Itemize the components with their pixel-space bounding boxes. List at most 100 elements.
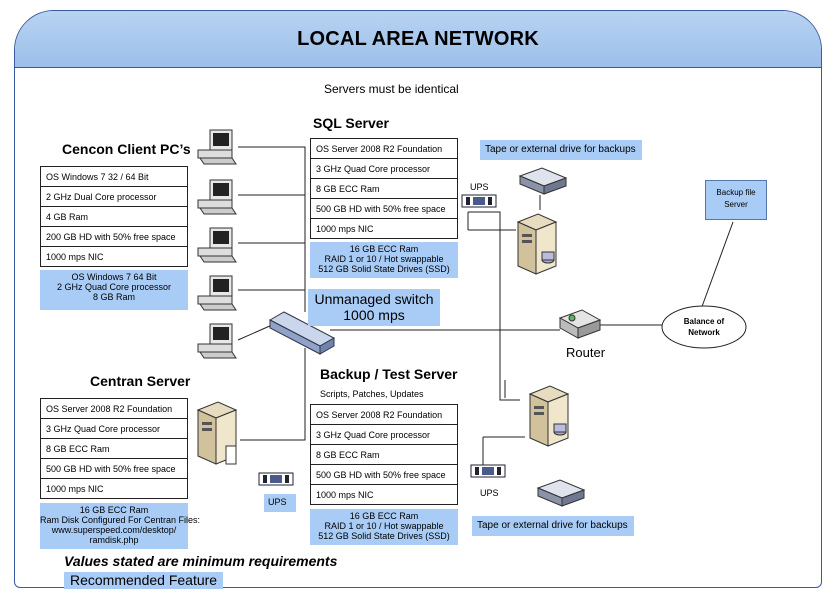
spec-row: 8 GB ECC Ram: [310, 444, 458, 465]
router-label: Router: [566, 345, 606, 360]
balance-of-network-line: Network: [688, 328, 720, 337]
tape-bottom-label: Tape or external drive for backups: [472, 516, 634, 536]
network-switch-icon: [268, 311, 336, 355]
recommended-line: OS Windows 7 64 Bit: [71, 272, 157, 282]
centran-heading: Centran Server: [90, 373, 191, 389]
spec-cell: 1000 mps NIC: [40, 246, 188, 267]
router-icon: [558, 309, 602, 339]
sql-recommended: 16 GB ECC Ram RAID 1 or 10 / Hot swappab…: [310, 242, 458, 278]
spec-row: 3 GHz Quad Core processor: [40, 418, 188, 439]
backup-spec-table: OS Server 2008 R2 Foundation 3 GHz Quad …: [310, 404, 458, 505]
recommended-line: 16 GB ECC Ram: [349, 244, 419, 254]
spec-row: 200 GB HD with 50% free space: [40, 226, 188, 247]
recommended-line: 16 GB ECC Ram: [349, 511, 419, 521]
ups-icon: [461, 194, 497, 208]
spec-cell: OS Windows 7 32 / 64 Bit: [40, 166, 188, 187]
spec-cell: OS Server 2008 R2 Foundation: [40, 398, 188, 419]
backup-server-icon: [528, 385, 570, 447]
centran-spec-table: OS Server 2008 R2 Foundation 3 GHz Quad …: [40, 398, 188, 499]
recommended-line: RAID 1 or 10 / Hot swappable: [324, 521, 444, 531]
spec-row: OS Server 2008 R2 Foundation: [310, 404, 458, 425]
client-recommended: OS Windows 7 64 Bit 2 GHz Quad Core proc…: [40, 270, 188, 310]
ups-label: UPS: [264, 494, 296, 512]
spec-row: 1000 mps NIC: [40, 246, 188, 267]
ups-label: UPS: [470, 182, 489, 192]
balance-of-network-line: Balance of: [683, 317, 725, 326]
recommended-line: ramdisk.php: [89, 535, 139, 545]
spec-cell: 1000 mps NIC: [310, 218, 458, 239]
spec-row: OS Server 2008 R2 Foundation: [40, 398, 188, 419]
spec-cell: 8 GB ECC Ram: [40, 438, 188, 459]
client-spec-table: OS Windows 7 32 / 64 Bit 2 GHz Dual Core…: [40, 166, 188, 267]
recommended-line: 2 GHz Quad Core processor: [56, 282, 172, 292]
client-pc-icon: [197, 227, 237, 263]
client-pc-icon: [197, 275, 237, 311]
spec-row: OS Windows 7 32 / 64 Bit: [40, 166, 188, 187]
spec-row: 8 GB ECC Ram: [310, 178, 458, 199]
spec-row: 500 GB HD with 50% free space: [40, 458, 188, 479]
diagram-frame: LOCAL AREA NETWORK: [14, 10, 822, 588]
spec-cell: 3 GHz Quad Core processor: [40, 418, 188, 439]
spec-row: OS Server 2008 R2 Foundation: [310, 138, 458, 159]
spec-cell: 1000 mps NIC: [310, 484, 458, 505]
spec-cell: 500 GB HD with 50% free space: [40, 458, 188, 479]
spec-cell: 1000 mps NIC: [40, 478, 188, 499]
spec-cell: 4 GB Ram: [40, 206, 188, 227]
spec-cell: 3 GHz Quad Core processor: [310, 158, 458, 179]
spec-row: 500 GB HD with 50% free space: [310, 464, 458, 485]
tape-drive-icon: [536, 479, 586, 507]
title-banner: LOCAL AREA NETWORK: [15, 11, 821, 68]
spec-cell: 8 GB ECC Ram: [310, 444, 458, 465]
client-pc-icon: [197, 129, 237, 165]
backup-heading: Backup / Test Server: [320, 366, 458, 382]
spec-cell: 3 GHz Quad Core processor: [310, 424, 458, 445]
sql-heading: SQL Server: [313, 115, 390, 131]
spec-row: 4 GB Ram: [40, 206, 188, 227]
recommended-line: 16 GB ECC Ram: [79, 505, 149, 515]
spec-cell: 8 GB ECC Ram: [310, 178, 458, 199]
sql-server-icon: [516, 213, 558, 275]
spec-cell: OS Server 2008 R2 Foundation: [310, 404, 458, 425]
spec-row: 3 GHz Quad Core processor: [310, 424, 458, 445]
recommended-line: 512 GB Solid State Drives (SSD): [318, 264, 450, 274]
servers-note: Servers must be identical: [324, 82, 459, 96]
recommended-feature-legend: Recommended Feature: [64, 572, 224, 589]
client-pc-icon: [197, 323, 237, 359]
spec-row: 2 GHz Dual Core processor: [40, 186, 188, 207]
backup-file-server-line: Backup file: [716, 188, 756, 197]
centran-recommended: 16 GB ECC Ram Ram Disk Configured For Ce…: [40, 503, 201, 549]
spec-row: 8 GB ECC Ram: [40, 438, 188, 459]
switch-label-line: Unmanaged switch: [314, 291, 434, 307]
tape-top-label: Tape or external drive for backups: [480, 140, 642, 160]
switch-label: Unmanaged switch 1000 mps: [308, 289, 440, 326]
spec-row: 1000 mps NIC: [310, 218, 458, 239]
spec-row: 500 GB HD with 50% free space: [310, 198, 458, 219]
balance-of-network-label: Balance of Network: [662, 316, 746, 338]
page-title: LOCAL AREA NETWORK: [297, 28, 539, 50]
backup-file-server-line: Server: [724, 200, 748, 209]
backup-file-server-box: Backup file Server: [705, 180, 767, 220]
ups-icon: [470, 464, 506, 478]
recommended-line: www.superspeed.com/desktop/: [51, 525, 177, 535]
sql-spec-table: OS Server 2008 R2 Foundation 3 GHz Quad …: [310, 138, 458, 239]
spec-cell: 200 GB HD with 50% free space: [40, 226, 188, 247]
switch-label-line: 1000 mps: [343, 307, 405, 323]
spec-cell: 500 GB HD with 50% free space: [310, 198, 458, 219]
requirements-note: Values stated are minimum requirements: [64, 553, 338, 569]
ups-label: UPS: [480, 488, 499, 498]
spec-cell: OS Server 2008 R2 Foundation: [310, 138, 458, 159]
recommended-line: 8 GB Ram: [92, 292, 135, 302]
spec-row: 3 GHz Quad Core processor: [310, 158, 458, 179]
spec-cell: 2 GHz Dual Core processor: [40, 186, 188, 207]
ups-icon: [258, 472, 294, 486]
recommended-line: Ram Disk Configured For Centran Files:: [40, 515, 201, 525]
client-pc-icon: [197, 179, 237, 215]
spec-cell: 500 GB HD with 50% free space: [310, 464, 458, 485]
tape-drive-icon: [518, 167, 568, 195]
spec-row: 1000 mps NIC: [40, 478, 188, 499]
backup-subheading: Scripts, Patches, Updates: [320, 389, 424, 399]
recommended-line: 512 GB Solid State Drives (SSD): [318, 531, 450, 541]
spec-row: 1000 mps NIC: [310, 484, 458, 505]
client-heading: Cencon Client PC’s: [62, 141, 191, 157]
